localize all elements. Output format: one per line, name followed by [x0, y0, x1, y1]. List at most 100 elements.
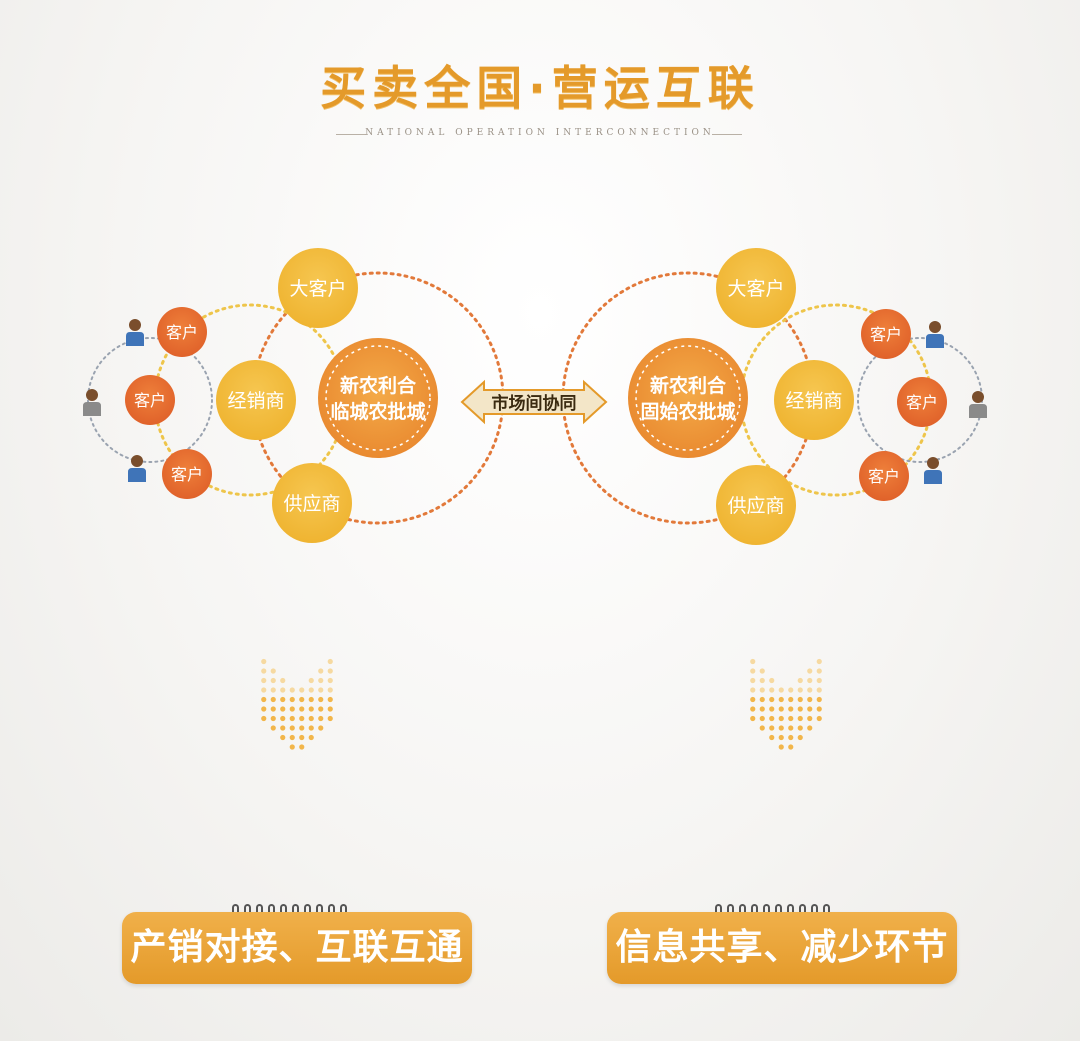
chevron-dot — [280, 715, 286, 722]
chevron-dot — [807, 668, 813, 674]
left-dealer-node — [216, 360, 296, 440]
left-customer-ring — [87, 337, 213, 463]
chevron-dot — [759, 715, 765, 722]
right-center-label-1: 新农利合 — [650, 374, 727, 397]
market-coordination-arrow: 市场间协同 — [460, 379, 608, 425]
chevron-dot — [788, 715, 794, 722]
chevron-dot — [318, 715, 324, 722]
chevron-dot — [327, 668, 333, 674]
chevron-dot — [327, 706, 333, 712]
chevron-dot — [299, 706, 305, 712]
chevron-dot — [807, 696, 813, 703]
chevron-dot — [778, 706, 784, 712]
left-customer-node-1 — [157, 307, 207, 357]
chevron-dot — [289, 696, 295, 703]
right-customer-label-3: 客户 — [868, 467, 900, 486]
left-customer-label-1: 客户 — [166, 323, 198, 342]
right-center-inner-ring — [635, 345, 741, 451]
right-big-client-node — [716, 248, 796, 328]
chevron-dot — [318, 687, 324, 693]
chevron-dots-right-icon — [750, 658, 822, 750]
chevron-dot — [308, 706, 314, 712]
left-person-icon-2 — [83, 389, 101, 416]
chevron-dot — [289, 687, 295, 693]
chevron-dot — [299, 687, 305, 693]
chevron-dot — [797, 734, 803, 741]
chevron-dot — [750, 668, 756, 674]
chevron-dot — [788, 696, 794, 703]
chevron-dot — [280, 706, 286, 712]
right-supplier-label: 供应商 — [727, 495, 784, 517]
chevron-dot — [261, 687, 267, 693]
chevron-dot — [308, 696, 314, 703]
chevron-dot — [289, 725, 295, 731]
right-dealer-node — [774, 360, 854, 440]
chevron-dot — [270, 677, 276, 684]
left-center-label-1: 新农利合 — [340, 374, 417, 397]
chevron-dot — [318, 725, 324, 731]
left-customer-label-3: 客户 — [171, 465, 203, 484]
chevron-dot — [807, 677, 813, 684]
chevron-dot — [769, 677, 775, 684]
market-coordination-label: 市场间协同 — [492, 393, 577, 414]
chevron-dot — [750, 687, 756, 693]
chevron-dot — [778, 696, 784, 703]
left-center-inner-ring — [325, 345, 431, 451]
left-supplier-label: 供应商 — [283, 493, 340, 515]
chevron-dot — [750, 706, 756, 712]
chevron-dot — [797, 715, 803, 722]
chevron-dot — [778, 715, 784, 722]
chevron-dot — [750, 715, 756, 722]
chevron-dot — [797, 696, 803, 703]
chevron-dot — [816, 687, 822, 693]
chevron-dot — [807, 715, 813, 722]
chevron-dot — [759, 677, 765, 684]
right-customer-node-3 — [859, 451, 909, 501]
chevron-dot — [327, 715, 333, 722]
right-person-icon-2 — [969, 391, 987, 418]
chevron-dot — [270, 687, 276, 693]
chevron-dot — [759, 725, 765, 731]
page-subtitle: NATIONAL OPERATION INTERCONNECTION — [365, 128, 715, 138]
left-customer-node-2 — [125, 375, 175, 425]
chevron-dot — [280, 696, 286, 703]
chevron-dot — [308, 677, 314, 684]
chevron-dot — [280, 734, 286, 741]
chevron-dot — [280, 677, 286, 684]
chevron-dot — [289, 734, 295, 741]
right-customer-label-1: 客户 — [870, 325, 902, 344]
chevron-dot — [327, 696, 333, 703]
chevron-dot — [816, 677, 822, 684]
chevron-dot — [759, 668, 765, 674]
chevron-dot — [327, 677, 333, 684]
left-dealer-label: 经销商 — [227, 390, 284, 412]
chevron-dot — [308, 715, 314, 722]
chevron-dot — [769, 706, 775, 712]
chevron-dot — [750, 658, 756, 665]
chevron-dot — [289, 715, 295, 722]
right-person-icon-1 — [926, 321, 944, 348]
chevron-dot — [778, 734, 784, 741]
chevron-dot — [816, 715, 822, 722]
right-big-client-label: 大客户 — [727, 278, 784, 300]
chevron-dot — [299, 715, 305, 722]
subtitle-line-right — [712, 134, 742, 135]
right-center-label-2: 固始农批城 — [640, 400, 735, 423]
chevron-dot — [261, 715, 267, 722]
left-supplier-node — [272, 463, 352, 543]
chevron-dot — [797, 677, 803, 684]
chevron-dot — [308, 734, 314, 741]
chevron-dot — [308, 687, 314, 693]
page-title: 买卖全国·营运互联 — [320, 61, 760, 115]
chevron-dot — [327, 658, 333, 665]
left-person-icon-1 — [126, 319, 144, 346]
chevron-dot — [816, 658, 822, 665]
chevron-dot — [788, 706, 794, 712]
chevron-dots-left-icon — [261, 658, 333, 750]
subtitle-line-left — [336, 134, 366, 135]
chevron-dot — [270, 706, 276, 712]
chevron-dot — [261, 668, 267, 674]
chevron-dot — [759, 687, 765, 693]
left-center-node — [318, 338, 438, 458]
